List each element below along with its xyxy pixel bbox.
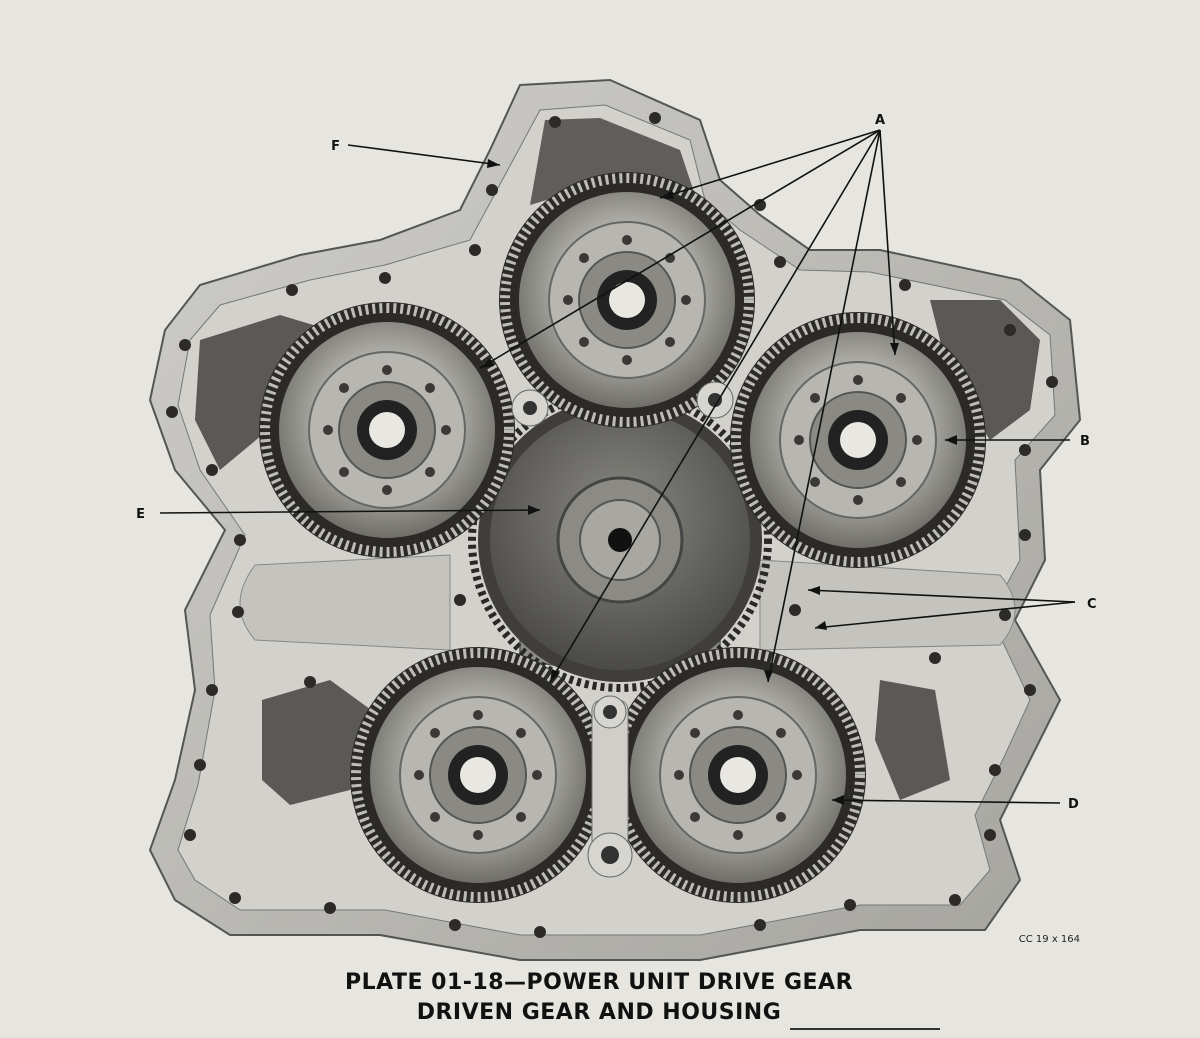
driven-gear-bottom-left xyxy=(350,647,606,903)
callout-label-d: D xyxy=(1068,797,1079,812)
side-arm-left xyxy=(239,554,451,651)
callout-label-a: A xyxy=(875,113,885,128)
caption-underline xyxy=(790,1028,940,1030)
caption-line-1: PLATE 01-18—POWER UNIT DRIVE GEAR xyxy=(344,970,854,995)
callout-label-f: F xyxy=(331,139,340,154)
center-lug xyxy=(587,695,633,878)
callout-label-b: B xyxy=(1080,434,1090,449)
callout-arrowheads xyxy=(480,159,957,805)
driven-gear-left xyxy=(259,302,515,558)
callout-label-e: E xyxy=(136,507,145,522)
bolt-holes xyxy=(166,112,1058,938)
gear-bolts xyxy=(323,235,922,840)
callout-label-c: C xyxy=(1087,597,1097,612)
driven-gear-right xyxy=(730,312,986,568)
caption-line-2: DRIVEN GEAR AND HOUSING xyxy=(416,1000,782,1025)
photo-reference: CC 19 x 164 xyxy=(1019,934,1080,945)
callout-leaders xyxy=(159,129,1076,804)
figure-caption: PLATE 01-18—POWER UNIT DRIVE GEAR DRIVEN… xyxy=(0,968,1200,1028)
cavity-bottom-right xyxy=(875,680,950,800)
driven-gear-bottom-right xyxy=(610,647,866,903)
